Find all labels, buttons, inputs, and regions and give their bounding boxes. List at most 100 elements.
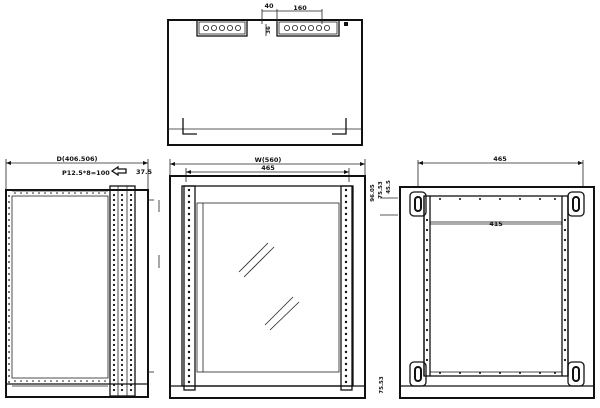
perforation-hole xyxy=(8,279,10,281)
rail-hole xyxy=(187,188,191,192)
rail-hole xyxy=(112,188,116,192)
rail-hole xyxy=(563,218,567,222)
rail-hole xyxy=(120,348,124,352)
perforation-hole xyxy=(8,315,10,317)
frame-hole xyxy=(479,372,481,374)
rail-hole xyxy=(112,283,116,287)
rear-dim-rail-inner: 415 xyxy=(489,220,503,228)
rail-hole xyxy=(120,243,124,247)
frame-hole xyxy=(554,198,556,200)
rail-hole xyxy=(187,242,191,246)
front-dim-width: W(560) xyxy=(255,156,282,164)
rail-hole xyxy=(187,326,191,330)
rail-hole xyxy=(563,338,567,342)
top-cable-plate-right xyxy=(276,19,348,37)
frame-hole xyxy=(519,198,521,200)
rail-hole xyxy=(187,302,191,306)
rail-hole xyxy=(112,263,116,267)
rail-hole xyxy=(344,248,348,252)
rail-hole xyxy=(112,278,116,282)
rail-hole xyxy=(187,356,191,360)
perforation-hole xyxy=(62,192,64,194)
top-view: 40 160 36 xyxy=(167,2,363,146)
perforation-hole xyxy=(8,231,10,233)
frame-hole xyxy=(439,198,441,200)
rail-hole xyxy=(120,283,124,287)
perforation-hole xyxy=(8,249,10,251)
rail-hole xyxy=(112,233,116,237)
rail-hole xyxy=(344,212,348,216)
rail-hole xyxy=(344,260,348,264)
rail-hole xyxy=(344,278,348,282)
rail-hole xyxy=(112,238,116,242)
rail-hole xyxy=(129,238,133,242)
rail-hole xyxy=(129,203,133,207)
rail-hole xyxy=(129,223,133,227)
rail-hole xyxy=(344,206,348,210)
rail-hole xyxy=(112,243,116,247)
perforation-hole xyxy=(104,192,106,194)
perforation-hole xyxy=(8,261,10,263)
side-dim-pitch: P12.5*8=100 xyxy=(62,169,110,177)
rear-mount-slot-bottom-right xyxy=(567,361,585,387)
rail-hole xyxy=(344,194,348,198)
rail-hole xyxy=(563,318,567,322)
rail-hole xyxy=(129,278,133,282)
rail-hole xyxy=(112,228,116,232)
rail-hole xyxy=(129,288,133,292)
rear-dim-v4: 75.53 xyxy=(379,376,385,394)
perforation-hole xyxy=(50,192,52,194)
perforation-hole xyxy=(14,192,16,194)
perforation-hole xyxy=(56,192,58,194)
rail-hole xyxy=(112,303,116,307)
rear-mount-slot-bottom-left xyxy=(409,361,427,387)
frame-hole xyxy=(519,372,521,374)
side-dim-offset: 37.5 xyxy=(136,168,153,176)
rail-hole xyxy=(344,254,348,258)
rail-hole xyxy=(112,353,116,357)
perforation-hole xyxy=(56,380,58,382)
perforation-hole xyxy=(8,213,10,215)
rail-hole xyxy=(129,273,133,277)
rail-hole xyxy=(112,343,116,347)
rail-hole xyxy=(187,230,191,234)
perforation-hole xyxy=(26,380,28,382)
rail-hole xyxy=(187,368,191,372)
rail-hole xyxy=(120,333,124,337)
rail-hole xyxy=(120,358,124,362)
rail-hole xyxy=(120,378,124,382)
rail-hole xyxy=(112,213,116,217)
rail-hole xyxy=(129,208,133,212)
top-dim-width: 160 xyxy=(293,4,307,12)
rail-hole xyxy=(187,350,191,354)
frame-hole xyxy=(459,372,461,374)
rail-hole xyxy=(187,338,191,342)
rail-hole xyxy=(425,278,429,282)
rail-hole xyxy=(129,258,133,262)
rail-hole xyxy=(120,268,124,272)
rail-hole xyxy=(187,206,191,210)
side-view: D(406.506) P12.5*8=100 37.5 xyxy=(5,155,154,398)
rail-hole xyxy=(129,218,133,222)
rail-hole xyxy=(563,238,567,242)
rail-hole xyxy=(425,238,429,242)
front-dim-rail: 465 xyxy=(261,164,275,172)
rail-hole xyxy=(187,374,191,378)
perforation-hole xyxy=(8,345,10,347)
rail-hole xyxy=(129,313,133,317)
perforation-hole xyxy=(44,380,46,382)
rail-hole xyxy=(129,388,133,392)
rail-hole xyxy=(344,344,348,348)
rail-hole xyxy=(344,314,348,318)
rail-hole xyxy=(187,296,191,300)
rail-hole xyxy=(563,358,567,362)
rear-dim-rail-outer: 465 xyxy=(493,155,507,163)
rail-hole xyxy=(112,308,116,312)
rail-hole xyxy=(129,298,133,302)
rail-hole xyxy=(120,323,124,327)
rail-hole xyxy=(187,362,191,366)
rail-hole xyxy=(187,254,191,258)
rail-hole xyxy=(187,314,191,318)
rail-hole xyxy=(120,388,124,392)
perforation-hole xyxy=(92,192,94,194)
